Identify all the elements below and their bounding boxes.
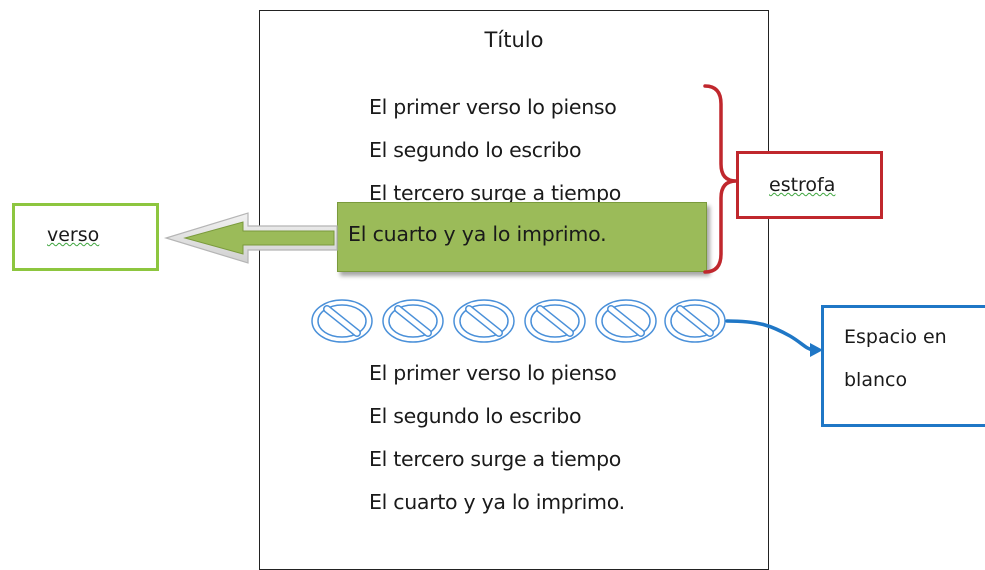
espacio-label-line-1: Espacio en xyxy=(844,326,947,348)
stanza-2-line-4: El cuarto y ya lo imprimo. xyxy=(369,490,625,514)
stanza-1-line-1: El primer verso lo pienso xyxy=(369,95,617,119)
verso-callout: verso xyxy=(12,203,159,271)
espacio-label-line-2: blanco xyxy=(844,369,908,391)
poem-title: Título xyxy=(484,28,544,52)
stanza-1-line-3: El tercero surge a tiempo xyxy=(369,181,622,205)
highlighted-verse-box xyxy=(337,202,707,272)
stanza-2-line-2: El segundo lo escribo xyxy=(369,404,582,428)
stanza-1-line-2: El segundo lo escribo xyxy=(369,138,582,162)
stanza-1-line-4: El cuarto y ya lo imprimo. xyxy=(348,222,607,246)
verso-label: verso xyxy=(47,224,100,246)
estrofa-callout: estrofa xyxy=(736,151,883,219)
espacio-en-blanco-callout: Espacio en blanco xyxy=(821,305,985,427)
estrofa-label: estrofa xyxy=(769,174,836,196)
poem-page xyxy=(259,10,769,570)
stanza-2-line-1: El primer verso lo pienso xyxy=(369,361,617,385)
stanza-2-line-3: El tercero surge a tiempo xyxy=(369,447,622,471)
